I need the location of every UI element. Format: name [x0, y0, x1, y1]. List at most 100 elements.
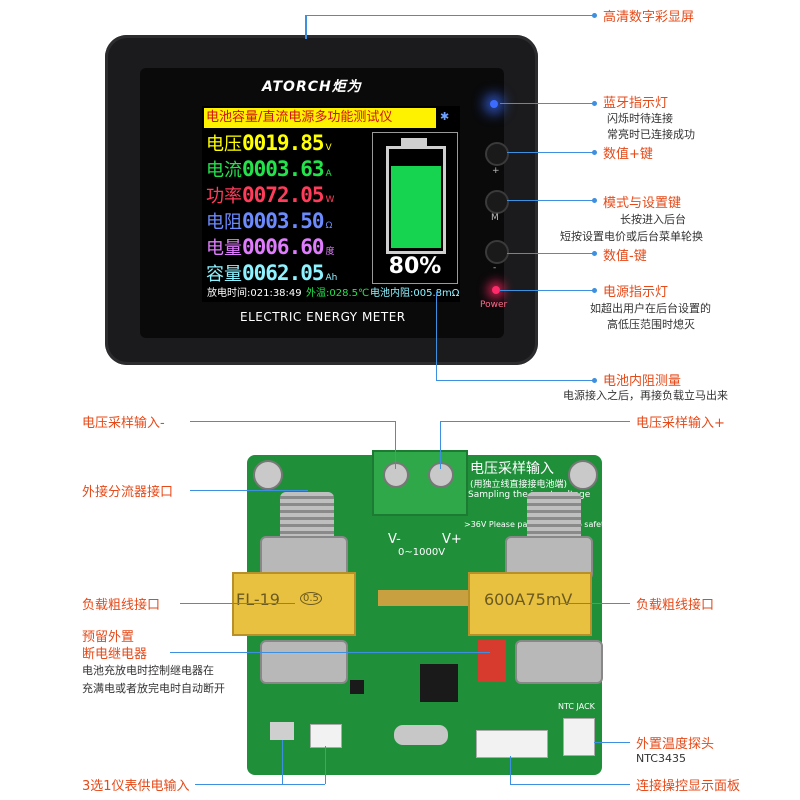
- crystal: [394, 725, 448, 745]
- ntc-connector: [563, 718, 595, 756]
- reading-unit: V: [325, 143, 332, 153]
- leader-dot: [592, 288, 597, 293]
- mount-screw: [253, 460, 283, 490]
- panel-connector: [476, 730, 548, 758]
- leader-line: [305, 15, 307, 39]
- battery-panel: [372, 132, 458, 284]
- leader-dot: [592, 13, 597, 18]
- bluetooth-led: [490, 100, 498, 108]
- callout-internal-resistance: 电池内阻测量: [603, 374, 682, 389]
- leader-line: [282, 740, 283, 784]
- reading-label: 电量: [206, 238, 242, 259]
- bluetooth-note: 闪烁时待连接: [607, 112, 673, 125]
- reading-value: 0019.85: [242, 131, 325, 155]
- plus-button[interactable]: [485, 142, 509, 166]
- leader-dot: [592, 251, 597, 256]
- relay-note: 充满电或者放完电时自动断开: [82, 682, 225, 695]
- board-subtitle: (用独立线直接接电池端): [470, 480, 568, 490]
- board-title: 电压采样输入: [470, 461, 554, 477]
- temp-probe-model: NTC3435: [636, 752, 686, 765]
- bluetooth-note: 常亮时已连接成功: [607, 128, 695, 141]
- minus-button[interactable]: [485, 240, 509, 264]
- leader-line: [510, 756, 511, 784]
- callout-minus-key: 数值-键: [603, 249, 647, 264]
- leader-line: [305, 15, 595, 16]
- power-note: 如超出用户在后台设置的: [590, 302, 711, 315]
- shunt-right: [468, 572, 592, 636]
- leader-line: [510, 784, 630, 785]
- relay-note: 电池充放电时控制继电器在: [82, 664, 214, 677]
- leader-line: [436, 380, 596, 381]
- reading-value: 0003.50: [242, 209, 325, 233]
- callout-shunt-port: 外接分流器接口: [82, 485, 174, 500]
- callout-v-plus: 电压采样输入+: [636, 416, 725, 431]
- board-v-minus: V-: [388, 532, 401, 547]
- reading-unit: Ω: [325, 221, 333, 231]
- leader-line: [500, 103, 595, 104]
- bolt-left: [280, 492, 334, 544]
- leader-line: [440, 421, 630, 422]
- internal-res-note: 电源接入之后，再接负载立马出来: [563, 389, 728, 402]
- callout-mode-key: 模式与设置键: [603, 196, 682, 211]
- leader-line: [440, 421, 441, 469]
- reading-label: 功率: [206, 186, 242, 207]
- leader-line: [507, 152, 595, 153]
- leader-line: [507, 253, 595, 254]
- reading-value: 0003.63: [242, 157, 325, 181]
- callout-load-right: 负载粗线接口: [636, 598, 715, 613]
- leader-line: [170, 652, 490, 653]
- screen-title: 电池容量/直流电源多功能测试仪: [204, 108, 436, 128]
- usb-port: [270, 722, 294, 740]
- mount-screw: [568, 460, 598, 490]
- board-v-plus: V+: [442, 532, 462, 547]
- leader-line: [190, 490, 308, 491]
- ic-chip: [350, 680, 364, 694]
- reading-label: 电流: [206, 160, 242, 181]
- battery-terminal: [401, 138, 427, 146]
- shunt-left-label: FL-19: [236, 590, 280, 609]
- reading-value: 0072.05: [242, 183, 325, 207]
- callout-plus-key: 数值+键: [603, 147, 653, 162]
- leader-line: [560, 603, 630, 604]
- shunt-bar: [378, 590, 468, 606]
- relay-connector: [478, 640, 506, 682]
- power-led: [492, 286, 500, 294]
- brand-logo: ATORCH炬为: [262, 79, 362, 95]
- power-note: 高低压范围时熄灭: [607, 318, 695, 331]
- shunt-left: [232, 572, 356, 636]
- reading-label: 容量: [206, 264, 242, 285]
- mode-note: 长按进入后台: [620, 213, 686, 226]
- leader-line: [195, 784, 325, 785]
- shunt-right-label: 600A75mV: [484, 590, 573, 609]
- callout-panel-connector: 连接操控显示面板: [636, 779, 741, 794]
- terminal-screw: [428, 462, 454, 488]
- mode-button[interactable]: [485, 190, 509, 214]
- terminal-screw: [383, 462, 409, 488]
- reading-unit: A: [325, 169, 332, 179]
- callout-power-input: 3选1仪表供电输入: [82, 779, 190, 794]
- lower-nut-right: [515, 640, 603, 684]
- callout-temp-probe: 外置温度探头: [636, 737, 715, 752]
- callout-relay: 预留外置: [82, 630, 135, 645]
- meter-name: ELECTRIC ENERGY METER: [240, 310, 406, 324]
- shunt-left-badge: 0.5: [300, 592, 322, 605]
- power-label: Power: [480, 300, 508, 310]
- bolt-right: [527, 492, 581, 544]
- lower-nut-left: [260, 640, 348, 684]
- callout-bluetooth: 蓝牙指示灯: [603, 96, 669, 111]
- reading-label: 电压: [206, 134, 242, 155]
- callout-power-led: 电源指示灯: [603, 285, 669, 300]
- callout-relay: 断电继电器: [82, 647, 148, 662]
- ntc-label: NTC JACK: [558, 702, 595, 711]
- callout-display: 高清数字彩显屏: [603, 10, 695, 25]
- internal-resistance-readout: 电池内阻:005.8mΩ: [370, 288, 460, 299]
- leader-line: [436, 292, 437, 380]
- reading-unit: 度: [325, 247, 335, 257]
- reading-label: 电阻: [206, 212, 242, 233]
- leader-line: [594, 742, 630, 743]
- reading-unit: W: [325, 195, 335, 205]
- battery-icon: [386, 146, 446, 254]
